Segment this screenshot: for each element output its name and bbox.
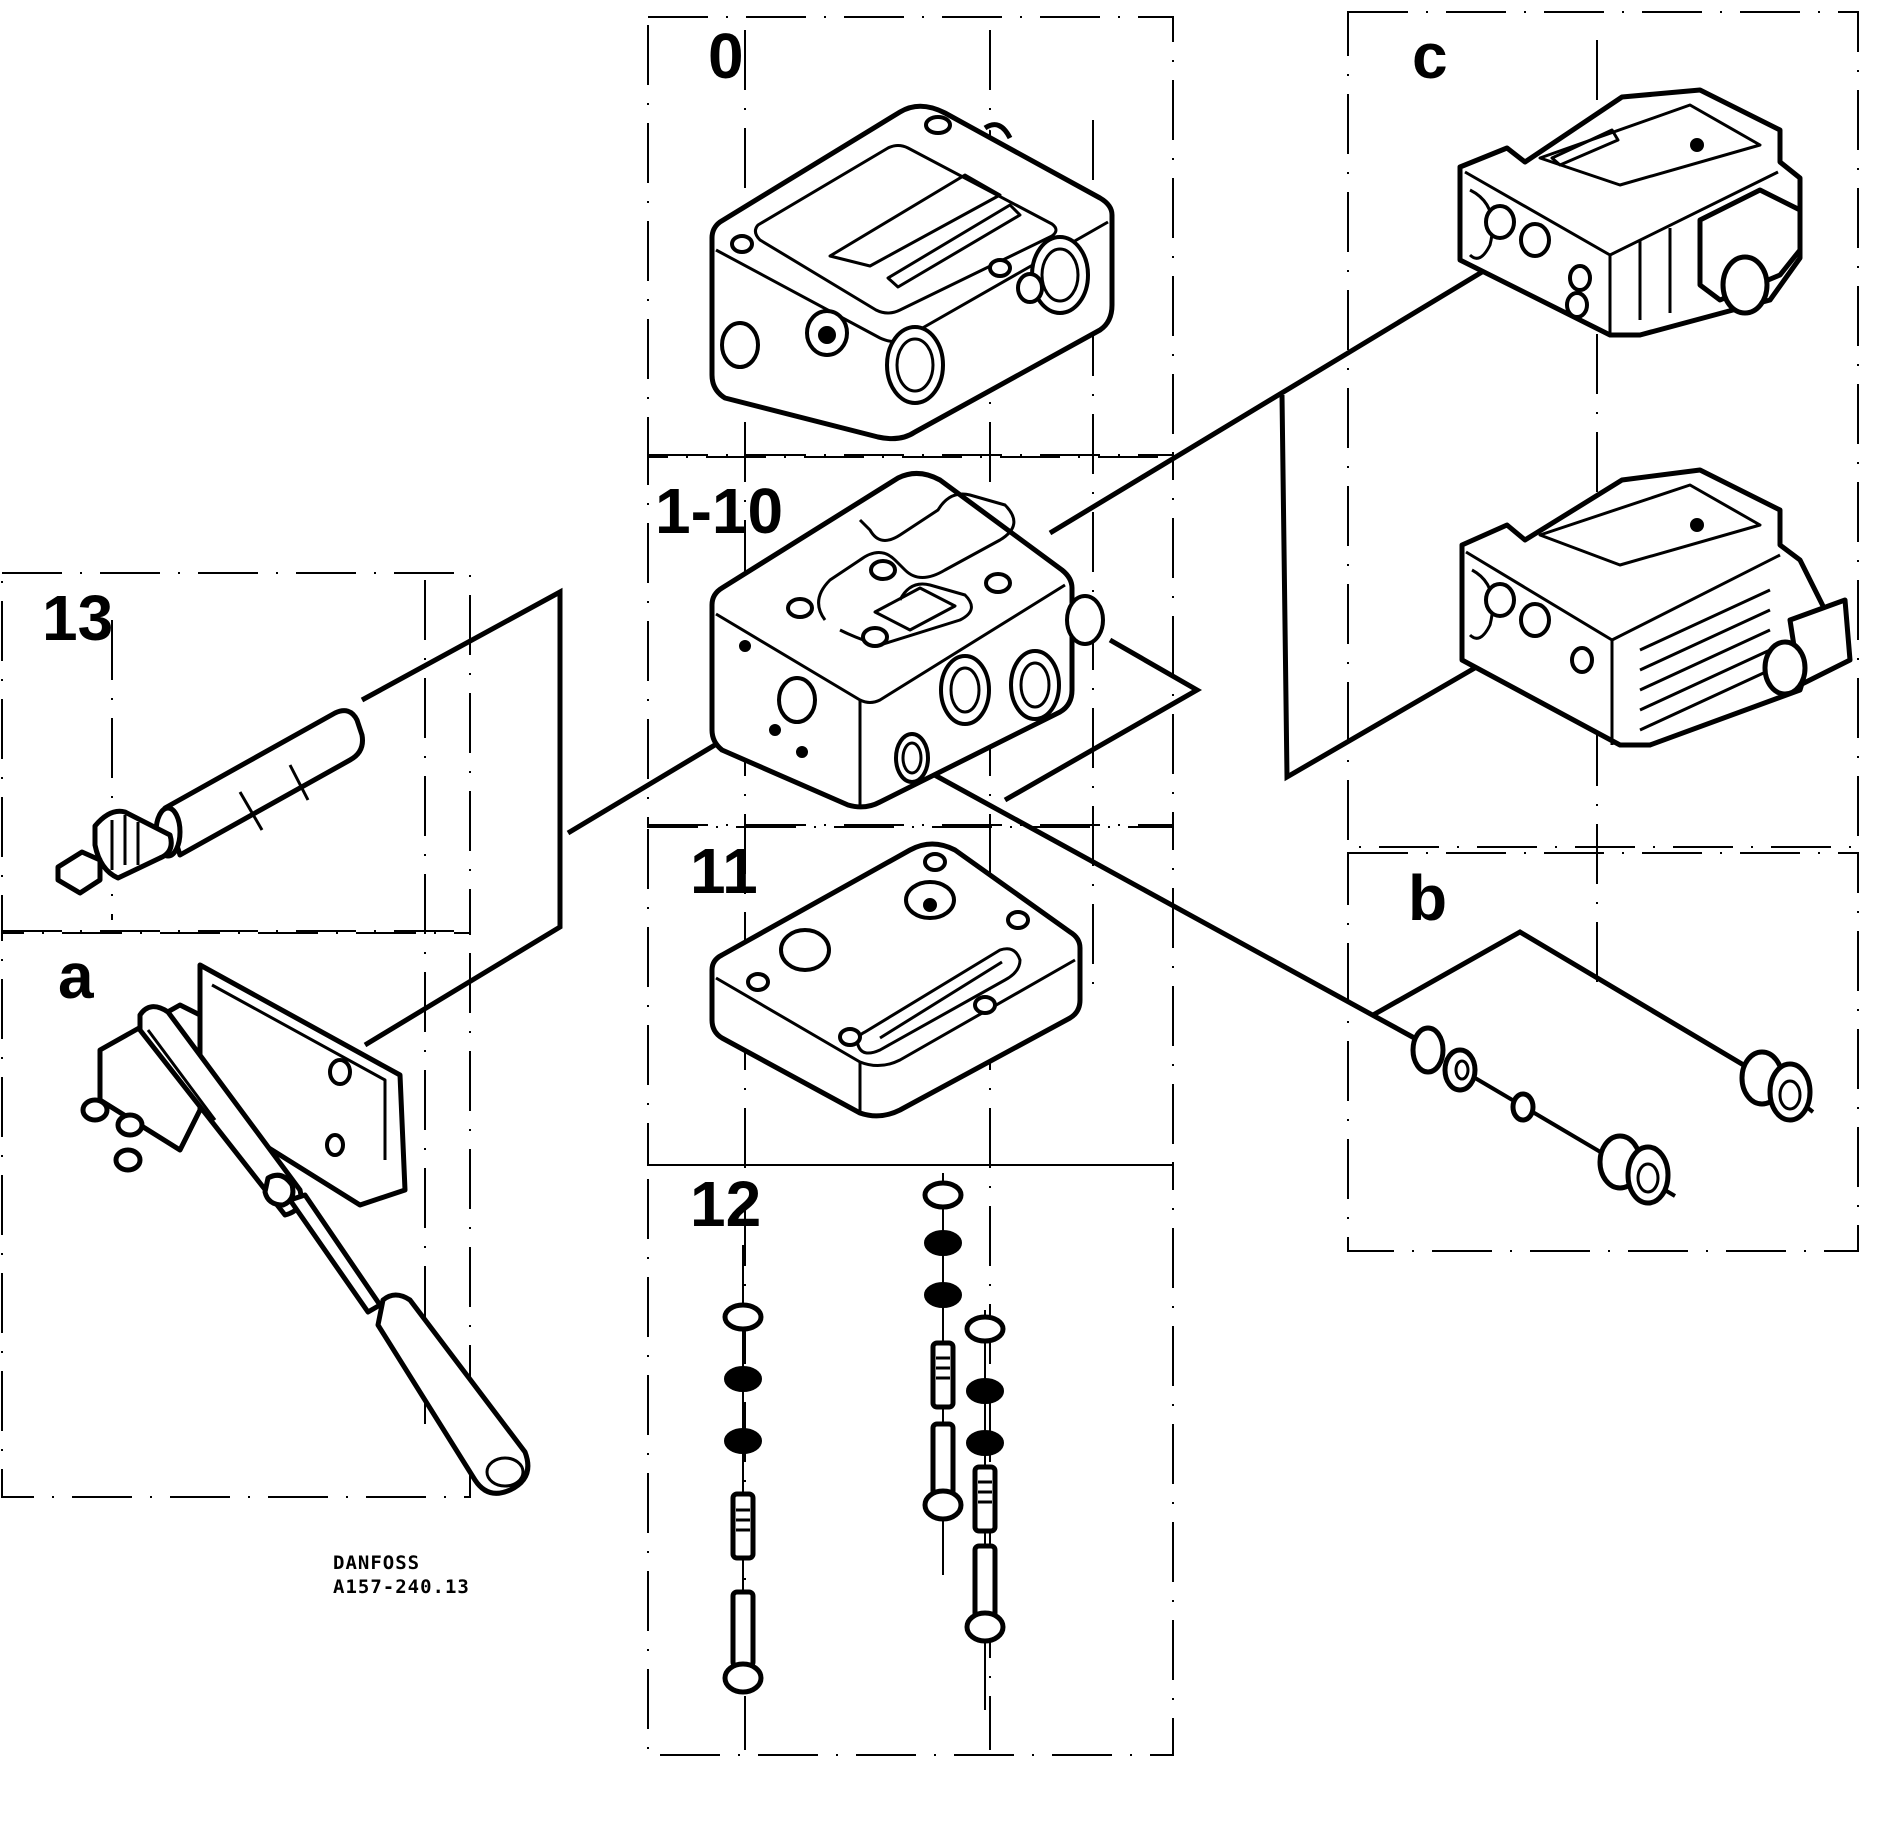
connector-plugs-branch	[1371, 929, 1754, 1073]
label-group-b: b	[1408, 862, 1447, 934]
box-group-c	[1347, 11, 1859, 848]
caption-drawing-number: A157-240.13	[333, 1576, 470, 1598]
part-0-inlet-block	[709, 103, 1115, 442]
plug-2-small	[1510, 1091, 1536, 1123]
box-group-0	[647, 16, 1174, 458]
connector-spool-bracket	[360, 587, 563, 1048]
group-labels: 0 1-10 11 12 13 a b c	[42, 20, 1448, 1240]
label-group-c: c	[1412, 20, 1448, 92]
box-group-11	[647, 824, 1174, 1166]
connector-module-to-plugs	[918, 764, 1420, 1043]
tie-bolt-column-1	[722, 1245, 764, 1695]
drawing-caption: DANFOSS A157-240.13	[333, 1552, 470, 1598]
box-group-a	[1, 930, 471, 1498]
plug-1	[1410, 1025, 1478, 1093]
connector-actuator-branch	[1279, 394, 1494, 782]
part-a-lever-actuator	[80, 962, 531, 1496]
label-group-13: 13	[42, 582, 113, 654]
part-12-tie-bolts	[722, 1173, 1006, 1710]
tie-bolt-column-3	[964, 1310, 1006, 1710]
plug-4	[1739, 1049, 1813, 1123]
part-b-plugs	[1410, 1025, 1815, 1206]
part-c-actuator-lower	[1459, 467, 1853, 748]
connector-rear-loop	[1003, 637, 1203, 803]
box-group-b	[1347, 852, 1859, 1252]
plug-3	[1597, 1133, 1671, 1206]
part-c-actuator-upper	[1457, 87, 1803, 338]
label-group-0: 0	[708, 20, 744, 92]
caption-manufacturer: DANFOSS	[333, 1552, 420, 1574]
label-group-a: a	[58, 940, 94, 1012]
box-group-12	[647, 1164, 1174, 1756]
tie-bolt-column-2	[922, 1173, 964, 1575]
label-group-12: 12	[690, 1168, 761, 1240]
box-group-1-10	[647, 454, 1174, 828]
label-group-11: 11	[690, 835, 758, 907]
connector-module-to-actuator-c	[1048, 269, 1484, 536]
part-1-10-valve-module	[709, 471, 1105, 810]
part-11-end-plate	[709, 841, 1083, 1119]
box-group-13	[1, 572, 471, 934]
label-group-1-10: 1-10	[655, 475, 783, 547]
part-13-spool-assembly	[55, 708, 365, 896]
